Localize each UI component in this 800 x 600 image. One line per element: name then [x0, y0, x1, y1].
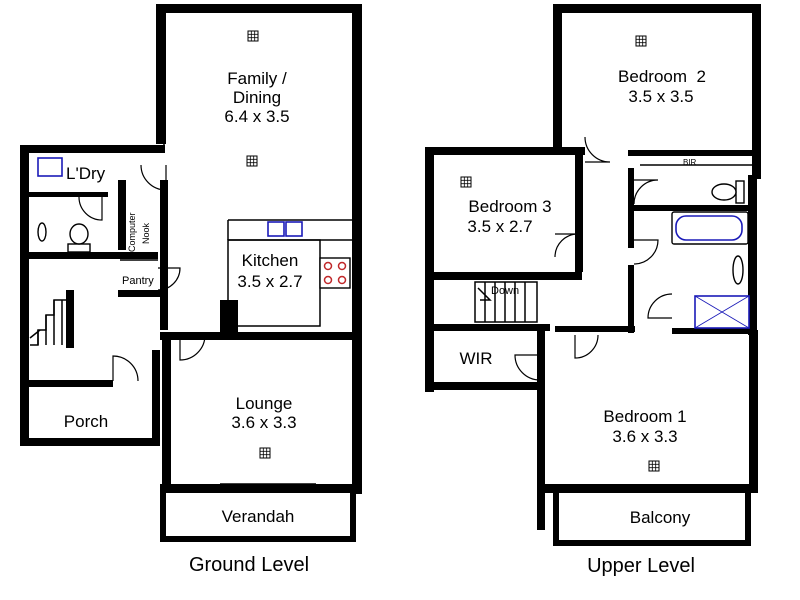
family-size: 6.4 x 3.5 [224, 107, 289, 126]
bedroom3-size: 3.5 x 2.7 [467, 217, 532, 236]
stairs-icon [474, 281, 538, 323]
shower-icon [694, 295, 750, 329]
bedroom3-label: Bedroom 3 [468, 197, 551, 216]
family-label-line2: Dining [233, 88, 281, 107]
ground-doors [78, 164, 206, 382]
basin-icon [732, 255, 744, 285]
grid-square-icon [247, 30, 259, 42]
bir-label: BIR [683, 158, 697, 167]
toilet-icon [67, 223, 91, 253]
ground-fixtures [29, 157, 351, 346]
ground-level-plan: Family / Dining 6.4 x 3.5 L'Dry Computer… [20, 4, 362, 576]
basin-icon [37, 222, 47, 242]
kitchen-size: 3.5 x 2.7 [237, 272, 302, 291]
bedroom2-size: 3.5 x 3.5 [628, 87, 693, 106]
sink-icon [267, 221, 303, 237]
washing-machine-icon [37, 157, 63, 177]
grid-square-icon [460, 176, 472, 188]
computer-nook-label-line2: Nook [141, 222, 151, 244]
upper-fixtures [474, 180, 750, 329]
bath-icon [671, 211, 749, 245]
ground-level-caption: Ground Level [189, 554, 309, 576]
bedroom2-label: Bedroom 2 [618, 67, 706, 86]
porch-label: Porch [64, 412, 108, 431]
family-label: Family / [227, 69, 287, 88]
grid-square-icon [246, 155, 258, 167]
grid-square-icon [648, 460, 660, 472]
computer-nook-label: Computer [127, 212, 137, 252]
stairs-icon [29, 299, 66, 346]
verandah-label: Verandah [222, 507, 295, 526]
wir-label: WIR [459, 349, 492, 368]
bedroom1-size: 3.6 x 3.3 [612, 427, 677, 446]
grid-square-icon [259, 447, 271, 459]
upper-joinery [431, 11, 752, 487]
laundry-label: L'Dry [66, 164, 106, 183]
cooktop-icon [319, 257, 351, 289]
ground-walls [20, 4, 362, 542]
toilet-icon [711, 180, 745, 204]
grid-square-icon [635, 35, 647, 47]
bedroom1-label: Bedroom 1 [603, 407, 686, 426]
kitchen-label: Kitchen [242, 251, 299, 270]
balcony-label: Balcony [630, 508, 691, 527]
lounge-label: Lounge [236, 394, 293, 413]
upper-doors [514, 136, 673, 381]
pantry-label: Pantry [122, 275, 154, 287]
lounge-size: 3.6 x 3.3 [231, 413, 296, 432]
stairs-down-label: Down [491, 285, 519, 297]
upper-level-caption: Upper Level [587, 555, 695, 577]
upper-level-plan: Bedroom 2 3.5 x 3.5 BIR Bedroom 3 3.5 x … [425, 4, 761, 577]
upper-walls [425, 4, 761, 546]
